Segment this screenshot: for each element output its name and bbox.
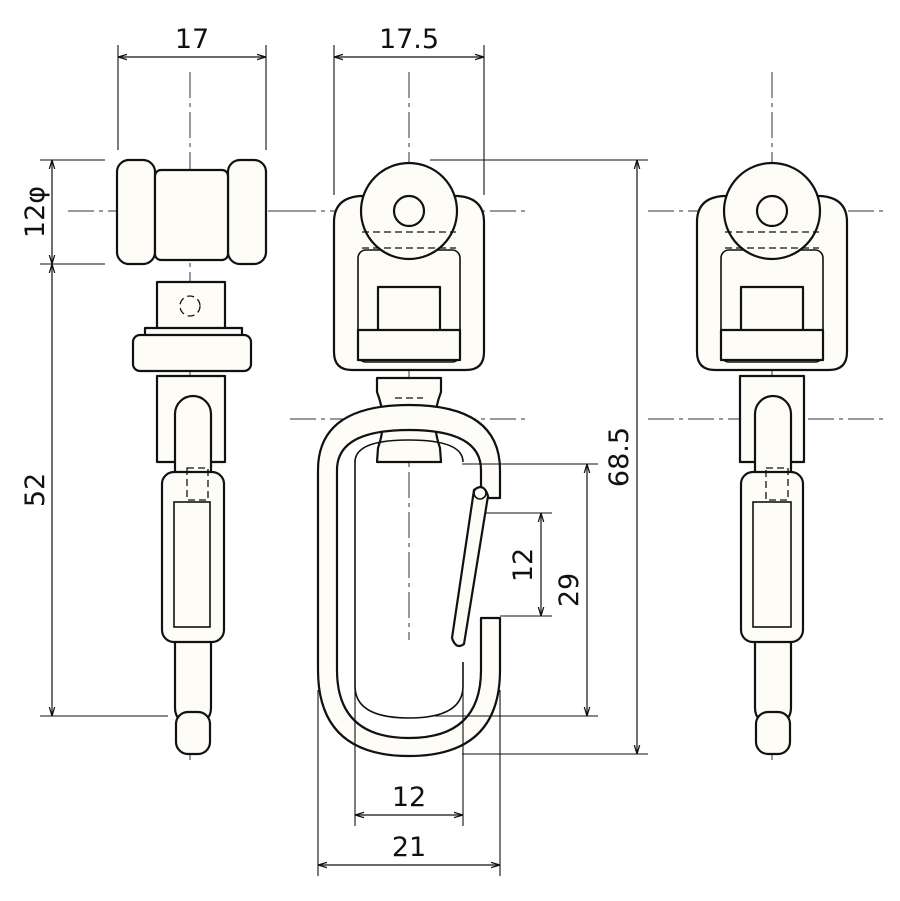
front-hook-inner-edge xyxy=(354,439,464,719)
rear-nut xyxy=(739,285,805,333)
side-right-wheel xyxy=(226,158,268,266)
front-gate-pin xyxy=(473,486,487,500)
dim-hook-inner-length: 29 xyxy=(554,573,585,607)
side-upper-body xyxy=(155,280,227,334)
dim-wheel-diameter: 12φ xyxy=(20,186,51,238)
front-axle-hole xyxy=(392,194,426,228)
front-hook-body xyxy=(316,403,502,758)
front-nut xyxy=(376,285,442,333)
dim-side-height: 52 xyxy=(20,473,51,507)
dim-total-height: 68.5 xyxy=(604,427,635,487)
side-wheel-hub xyxy=(153,168,230,262)
rear-latch-hidden xyxy=(765,467,789,501)
side-hook-tip xyxy=(174,710,212,756)
front-view: 17.5 68.5 29 12 12 21 xyxy=(290,24,648,876)
side-hook-gate xyxy=(160,470,226,644)
side-view: 17 12φ 52 xyxy=(20,24,295,760)
dim-front-width: 17.5 xyxy=(379,24,439,55)
dim-hook-opening: 12 xyxy=(508,548,539,582)
dim-side-width: 17 xyxy=(175,24,209,55)
rear-hook-gate xyxy=(739,470,805,644)
rear-axle-hole xyxy=(755,194,789,228)
front-washer xyxy=(356,328,462,362)
rear-gate-inner xyxy=(752,501,792,628)
rear-view xyxy=(648,72,888,760)
dim-hook-inner-width: 12 xyxy=(392,782,426,813)
side-gate-inner xyxy=(173,501,211,628)
side-latch-hidden xyxy=(186,467,209,501)
rear-washer xyxy=(719,328,825,362)
dim-hook-outer-width: 21 xyxy=(392,832,426,863)
side-left-wheel xyxy=(115,158,157,266)
rear-hook-tip xyxy=(754,710,792,756)
side-flange-nut xyxy=(131,333,253,373)
side-pin-hidden xyxy=(179,295,201,317)
